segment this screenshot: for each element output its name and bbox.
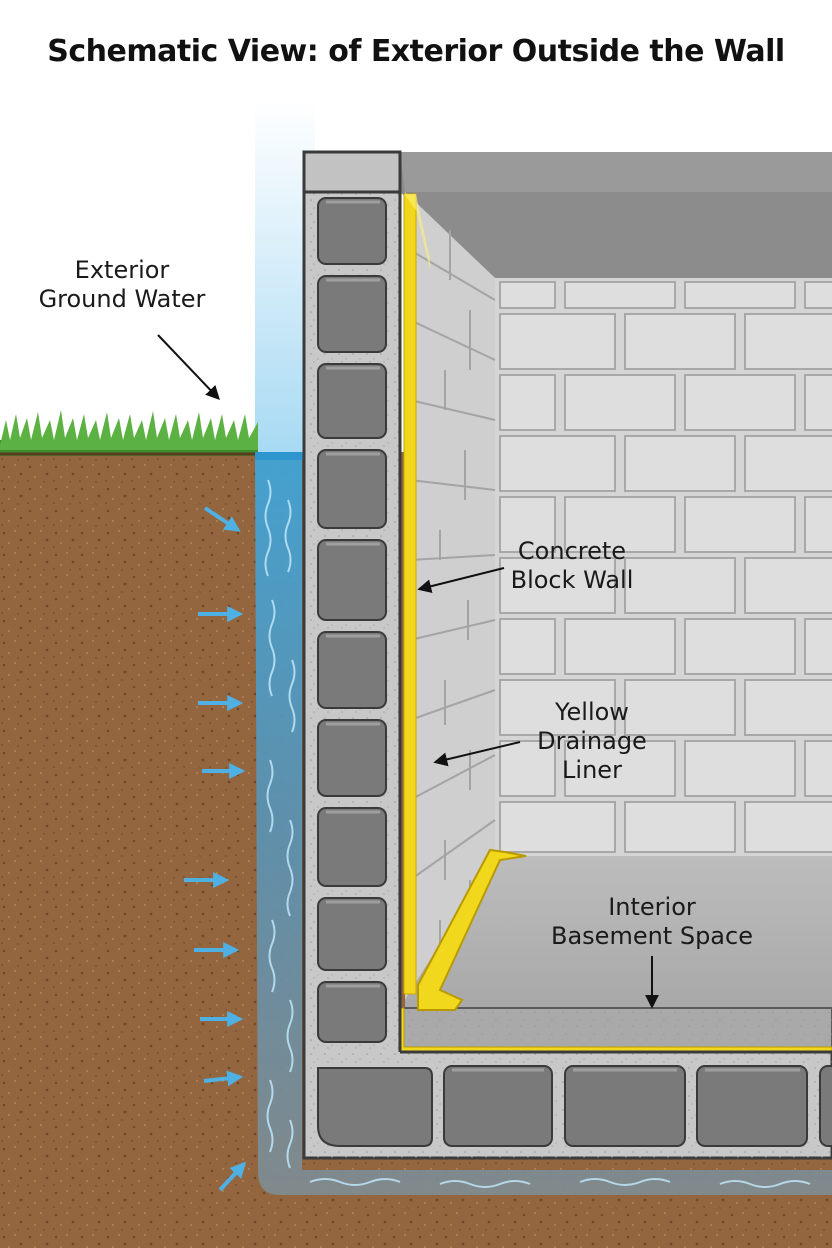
basement-space-label-line-2: Basement Space xyxy=(551,922,753,950)
drainage-liner-label-line-2: Drainage xyxy=(537,727,647,755)
block-wall-label-line-1: Concrete xyxy=(517,537,627,565)
side-wall xyxy=(405,192,495,1000)
drainage-liner-label-line-1: Yellow xyxy=(555,698,629,726)
diagram-title: Schematic View: of Exterior Outside the … xyxy=(47,34,785,69)
grass-blades xyxy=(0,410,258,450)
side-wall-bricks xyxy=(409,230,496,960)
back-wall-bricks xyxy=(499,281,832,853)
basement-floor xyxy=(405,856,832,1010)
ground-water-label: Exterior Ground Water xyxy=(22,256,222,314)
basement-space-label: Interior Basement Space xyxy=(532,893,772,951)
block-wall-pointer xyxy=(417,567,505,594)
drainage-liner-label: Yellow Drainage Liner xyxy=(512,698,672,785)
ground-water-pointer xyxy=(157,334,220,401)
drainage-liner-label-line-3: Liner xyxy=(562,756,622,784)
ground-water-label-line-1: Exterior xyxy=(74,256,170,284)
basement-space-label-line-1: Interior xyxy=(608,893,696,921)
liner-pointer xyxy=(433,741,521,767)
block-wall-label-line-2: Block Wall xyxy=(510,566,634,594)
block-wall-label: Concrete Block Wall xyxy=(496,537,648,595)
block-cavities xyxy=(317,197,832,1147)
water-flow-arrow-icons xyxy=(184,506,247,1192)
ground-water-label-line-2: Ground Water xyxy=(38,285,206,313)
pointer-arrow-icons xyxy=(157,334,659,1009)
water-ripples xyxy=(264,479,811,1188)
